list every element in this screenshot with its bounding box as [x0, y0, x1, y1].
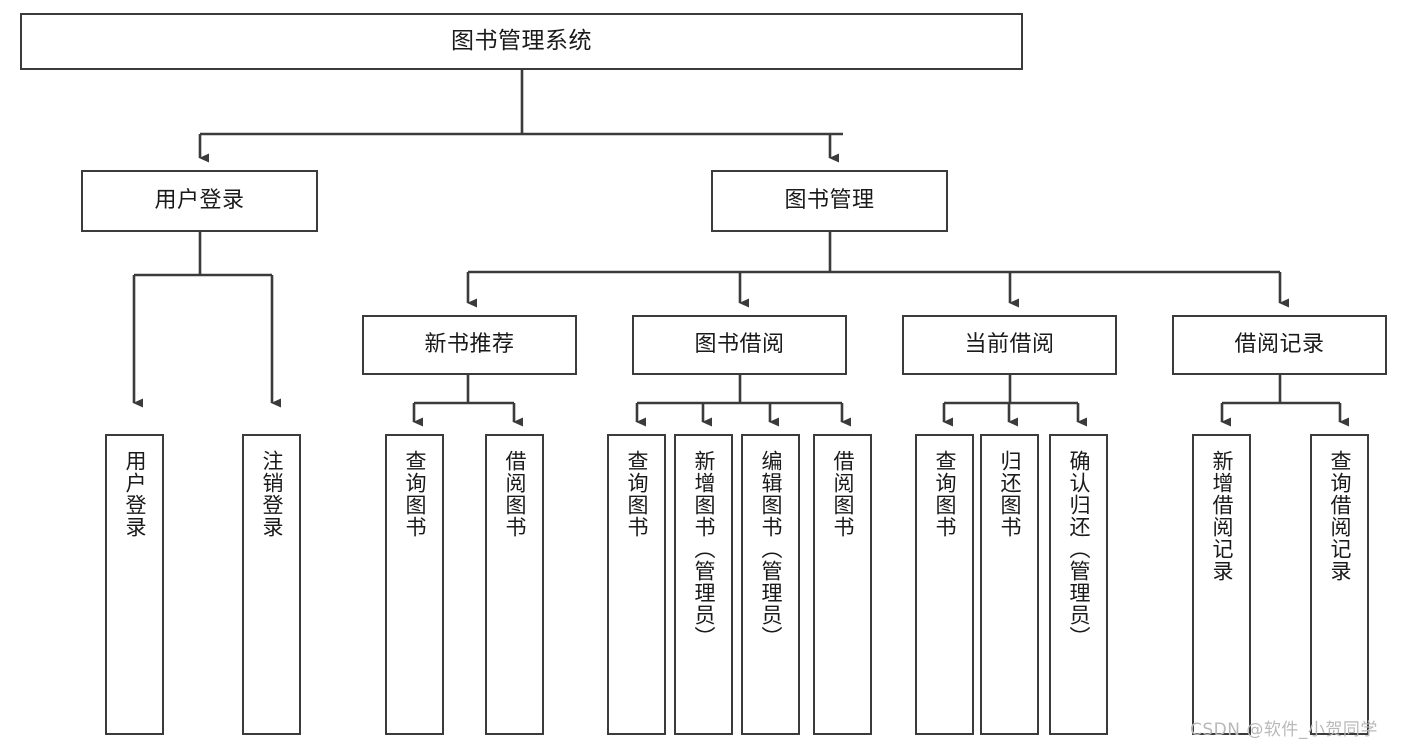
leaf-current-query-book-label: 查询图书	[932, 450, 957, 538]
leaf-borrow-edit-book-label: 编辑图书（管理员）	[758, 450, 783, 648]
node-borrow-record-label: 借阅记录	[1234, 332, 1325, 358]
node-root[interactable]: 图书管理系统	[20, 13, 1023, 70]
leaf-current-confirm-return-label: 确认归还（管理员）	[1066, 450, 1091, 648]
leaf-newbook-query-book-label: 查询图书	[402, 450, 427, 538]
leaf-current-query-book[interactable]: 查询图书	[915, 434, 974, 735]
leaf-logout-label: 注销登录	[259, 450, 284, 538]
leaf-current-confirm-return[interactable]: 确认归还（管理员）	[1049, 434, 1108, 735]
node-new-book-recommend-label: 新书推荐	[424, 332, 515, 358]
leaf-borrow-borrow-book[interactable]: 借阅图书	[813, 434, 872, 735]
node-user-login-label: 用户登录	[154, 188, 245, 214]
node-book-borrow-label: 图书借阅	[694, 332, 785, 358]
leaf-record-query-record-label: 查询借阅记录	[1327, 450, 1352, 582]
leaf-borrow-query-book-label: 查询图书	[624, 450, 649, 538]
node-new-book-recommend[interactable]: 新书推荐	[362, 315, 577, 375]
leaf-borrow-add-book[interactable]: 新增图书（管理员）	[674, 434, 733, 735]
csdn-watermark: CSDN @软件_小贺同学	[1190, 720, 1378, 740]
leaf-newbook-query-book[interactable]: 查询图书	[385, 434, 444, 735]
leaf-borrow-borrow-book-label: 借阅图书	[830, 450, 855, 538]
leaf-current-return-book[interactable]: 归还图书	[980, 434, 1039, 735]
leaf-record-add-record-label: 新增借阅记录	[1209, 450, 1234, 582]
leaf-newbook-borrow-book-label: 借阅图书	[502, 450, 527, 538]
leaf-user-login-label: 用户登录	[122, 450, 147, 538]
leaf-record-add-record[interactable]: 新增借阅记录	[1192, 434, 1251, 735]
leaf-borrow-add-book-label: 新增图书（管理员）	[691, 450, 716, 648]
node-root-label: 图书管理系统	[451, 28, 592, 55]
leaf-record-query-record[interactable]: 查询借阅记录	[1310, 434, 1369, 735]
leaf-newbook-borrow-book[interactable]: 借阅图书	[485, 434, 544, 735]
node-book-management[interactable]: 图书管理	[711, 170, 948, 232]
node-book-borrow[interactable]: 图书借阅	[632, 315, 847, 375]
node-current-borrow-label: 当前借阅	[964, 332, 1055, 358]
node-borrow-record[interactable]: 借阅记录	[1172, 315, 1387, 375]
leaf-logout[interactable]: 注销登录	[242, 434, 301, 735]
leaf-user-login[interactable]: 用户登录	[105, 434, 164, 735]
node-user-login[interactable]: 用户登录	[81, 170, 318, 232]
leaf-current-return-book-label: 归还图书	[997, 450, 1022, 538]
node-current-borrow[interactable]: 当前借阅	[902, 315, 1117, 375]
node-book-management-label: 图书管理	[784, 188, 875, 214]
leaf-borrow-edit-book[interactable]: 编辑图书（管理员）	[741, 434, 800, 735]
leaf-borrow-query-book[interactable]: 查询图书	[607, 434, 666, 735]
